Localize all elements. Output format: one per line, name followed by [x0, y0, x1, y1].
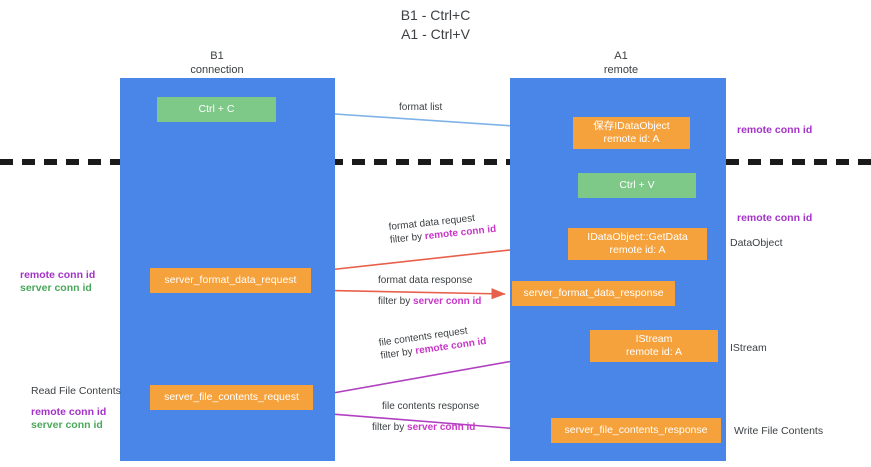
column-header-b1-name: B1	[210, 50, 224, 62]
edge-filter-value-2: server conn id	[413, 296, 482, 307]
box-istream-remote-id: remote id: A	[625, 346, 683, 358]
box-ctrl-c-label: Ctrl + C	[198, 103, 235, 115]
edge-filter-prefix-2: filter by	[378, 296, 414, 307]
edge-filter-prefix-4: filter by	[372, 422, 408, 433]
edge-label-format-list-text: format list	[399, 102, 443, 113]
edge-filter-prefix-1: filter by	[389, 231, 426, 246]
left-note-file-server: server conn id	[31, 419, 103, 431]
left-note-format: remote conn id server conn id	[20, 269, 95, 295]
box-istream[interactable]: IStream remote id: A	[590, 330, 718, 362]
edge-label-format-data-response-filter: filter by server conn id	[378, 295, 481, 308]
left-note-file-title: Read File Contents	[31, 385, 121, 397]
edge-label-format-list: format list	[399, 101, 442, 114]
title-line-1: B1 - Ctrl+C	[400, 7, 471, 23]
left-note-format-remote: remote conn id	[20, 269, 96, 281]
box-server-format-data-response[interactable]: server_format_data_response	[512, 281, 675, 306]
box-idataobject-getdata[interactable]: IDataObject::GetData remote id: A	[568, 228, 707, 260]
left-note-format-server: server conn id	[20, 282, 92, 294]
box-ctrl-v[interactable]: Ctrl + V	[578, 173, 696, 198]
box-server-file-contents-request-label: server_file_contents_request	[164, 391, 299, 403]
column-header-a1: A1 remote	[561, 49, 681, 77]
right-note-remote-conn-2: remote conn id	[737, 212, 813, 224]
edge-label-file-contents-response: file contents response filter by server …	[372, 400, 480, 434]
box-istream-label: IStream	[635, 333, 673, 345]
box-server-file-contents-response[interactable]: server_file_contents_response	[551, 418, 721, 443]
column-header-a1-role: remote	[603, 64, 639, 76]
box-save-idataobject[interactable]: 保存IDataObject remote id: A	[573, 117, 690, 149]
box-server-format-data-request-label: server_format_data_request	[164, 274, 297, 286]
right-note-dataobject: DataObject	[730, 237, 783, 249]
box-save-idataobject-remote-id: remote id: A	[603, 133, 660, 145]
edge-label-file-contents-response-text: file contents response	[382, 401, 480, 412]
right-note-write-file: Write File Contents	[734, 425, 824, 437]
edge-label-format-data-response: format data response filter by server co…	[378, 274, 481, 308]
box-save-idataobject-label: 保存IDataObject	[593, 120, 670, 132]
column-header-b1-role: connection	[190, 64, 244, 76]
left-note-file: Read File Contents remote conn id server…	[31, 385, 121, 432]
box-idataobject-getdata-remote-id: remote id: A	[609, 244, 666, 256]
box-server-format-data-request[interactable]: server_format_data_request	[150, 268, 311, 293]
box-server-file-contents-response-label: server_file_contents_response	[564, 424, 708, 436]
box-idataobject-getdata-label: IDataObject::GetData	[587, 231, 688, 243]
edge-filter-value-4: server conn id	[407, 422, 476, 433]
column-header-b1: B1 connection	[157, 49, 277, 77]
title-line-2: A1 - Ctrl+V	[401, 26, 470, 42]
box-server-format-data-response-label: server_format_data_response	[523, 287, 664, 299]
edge-label-format-data-response-text: format data response	[378, 275, 473, 286]
box-ctrl-c[interactable]: Ctrl + C	[157, 97, 276, 122]
box-server-file-contents-request[interactable]: server_file_contents_request	[150, 385, 313, 410]
right-note-remote-conn-1: remote conn id	[737, 124, 813, 136]
left-note-file-remote: remote conn id	[31, 406, 107, 418]
diagram-title: B1 - Ctrl+C A1 - Ctrl+V	[0, 6, 871, 44]
column-header-a1-name: A1	[614, 50, 628, 62]
edge-label-file-contents-response-filter: filter by server conn id	[372, 421, 479, 434]
box-ctrl-v-label: Ctrl + V	[619, 179, 655, 191]
right-note-istream: IStream	[730, 342, 767, 354]
